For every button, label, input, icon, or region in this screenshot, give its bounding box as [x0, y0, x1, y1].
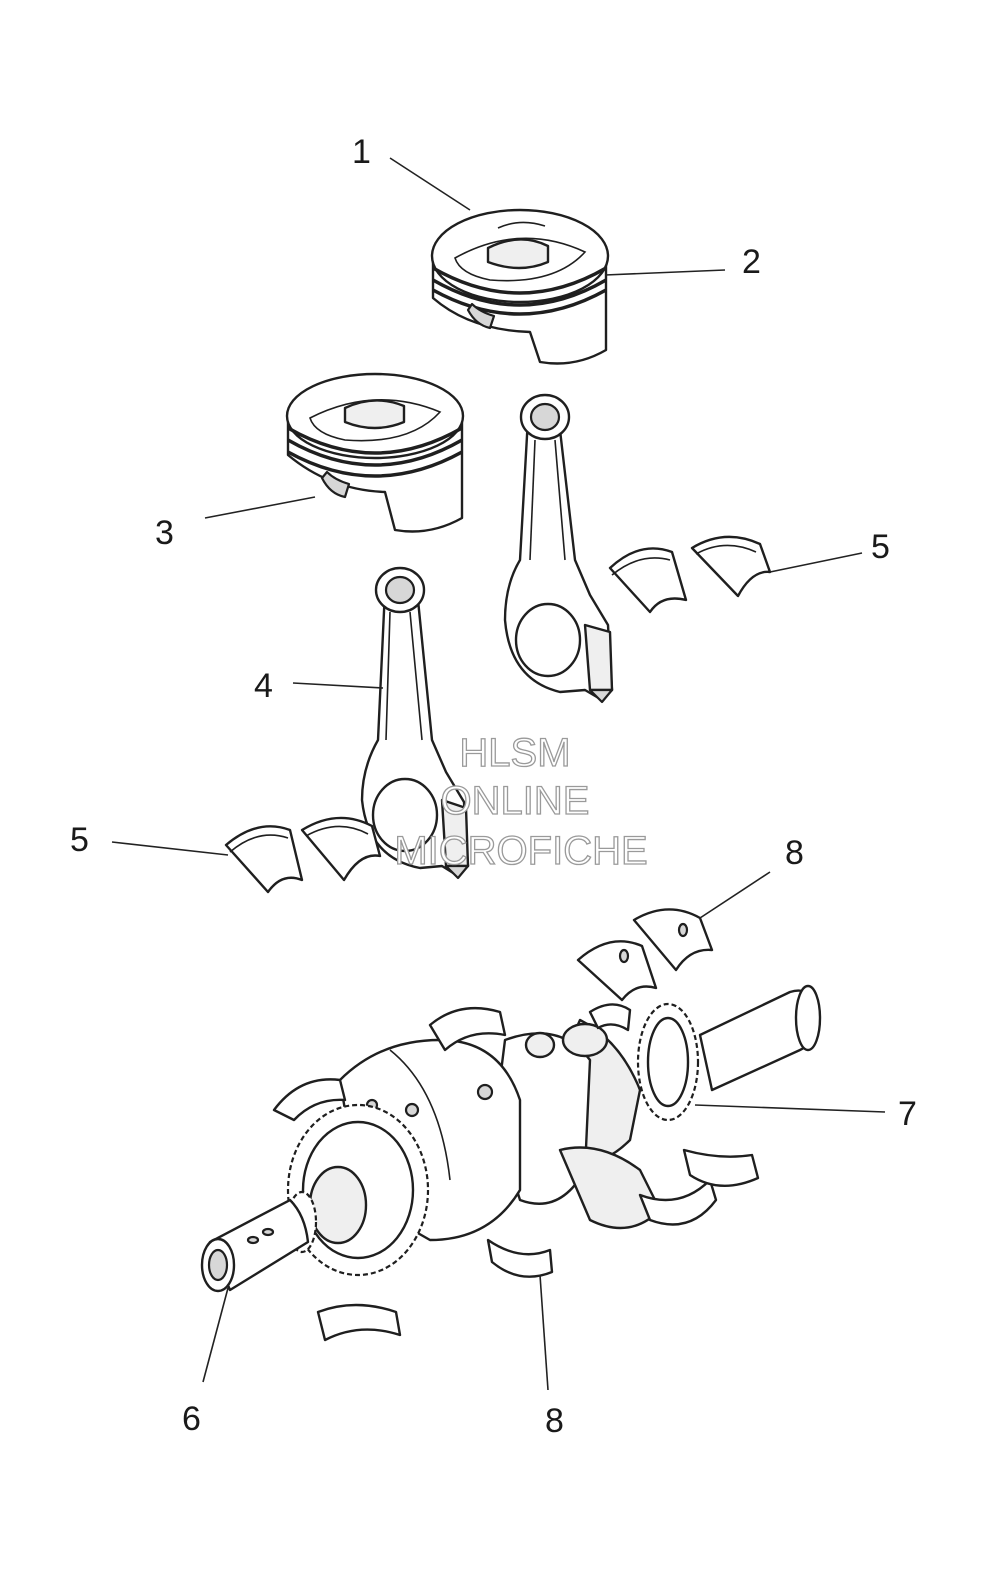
callout-7: 7: [898, 1095, 917, 1133]
watermark-line-1: HLSM: [459, 731, 570, 775]
piston-lower: [285, 372, 465, 533]
callout-3: 3: [155, 514, 174, 552]
callout-4: 4: [254, 667, 273, 705]
leader-8a: [699, 871, 771, 919]
rod-bearing-lower-pair: [224, 816, 382, 894]
leader-6: [202, 1287, 229, 1383]
crankshaft: [200, 984, 822, 1342]
leader-4: [292, 682, 384, 689]
piston-upper: [430, 208, 610, 365]
connecting-rod-lower: [360, 566, 470, 880]
callout-8-upper: 8: [785, 834, 804, 872]
connecting-rod-upper: [503, 393, 614, 704]
leader-3: [204, 496, 316, 519]
callout-2: 2: [742, 243, 761, 281]
leader-lines: [111, 157, 886, 1391]
callout-1: 1: [352, 133, 371, 171]
leader-8b: [539, 1274, 549, 1391]
callout-8-lower: 8: [545, 1402, 564, 1440]
callout-5-right: 5: [871, 528, 890, 566]
main-bearing-upper-pair: [576, 908, 714, 1002]
callout-5-left: 5: [70, 821, 89, 859]
leader-1: [389, 157, 471, 211]
rod-bearing-upper-pair: [608, 535, 772, 614]
callout-6: 6: [182, 1400, 201, 1438]
watermark-line-3: MICROFICHE: [394, 829, 647, 873]
leader-7: [694, 1104, 886, 1113]
leader-5a: [769, 552, 863, 573]
leader-5b: [111, 841, 229, 856]
leader-2: [604, 269, 726, 276]
callouts: 1 2 3 4 5 5 6 7 8 8: [70, 133, 917, 1440]
watermark: HLSM ONLINE MICROFICHE: [394, 730, 649, 873]
watermark-line-2: ONLINE: [441, 779, 590, 823]
